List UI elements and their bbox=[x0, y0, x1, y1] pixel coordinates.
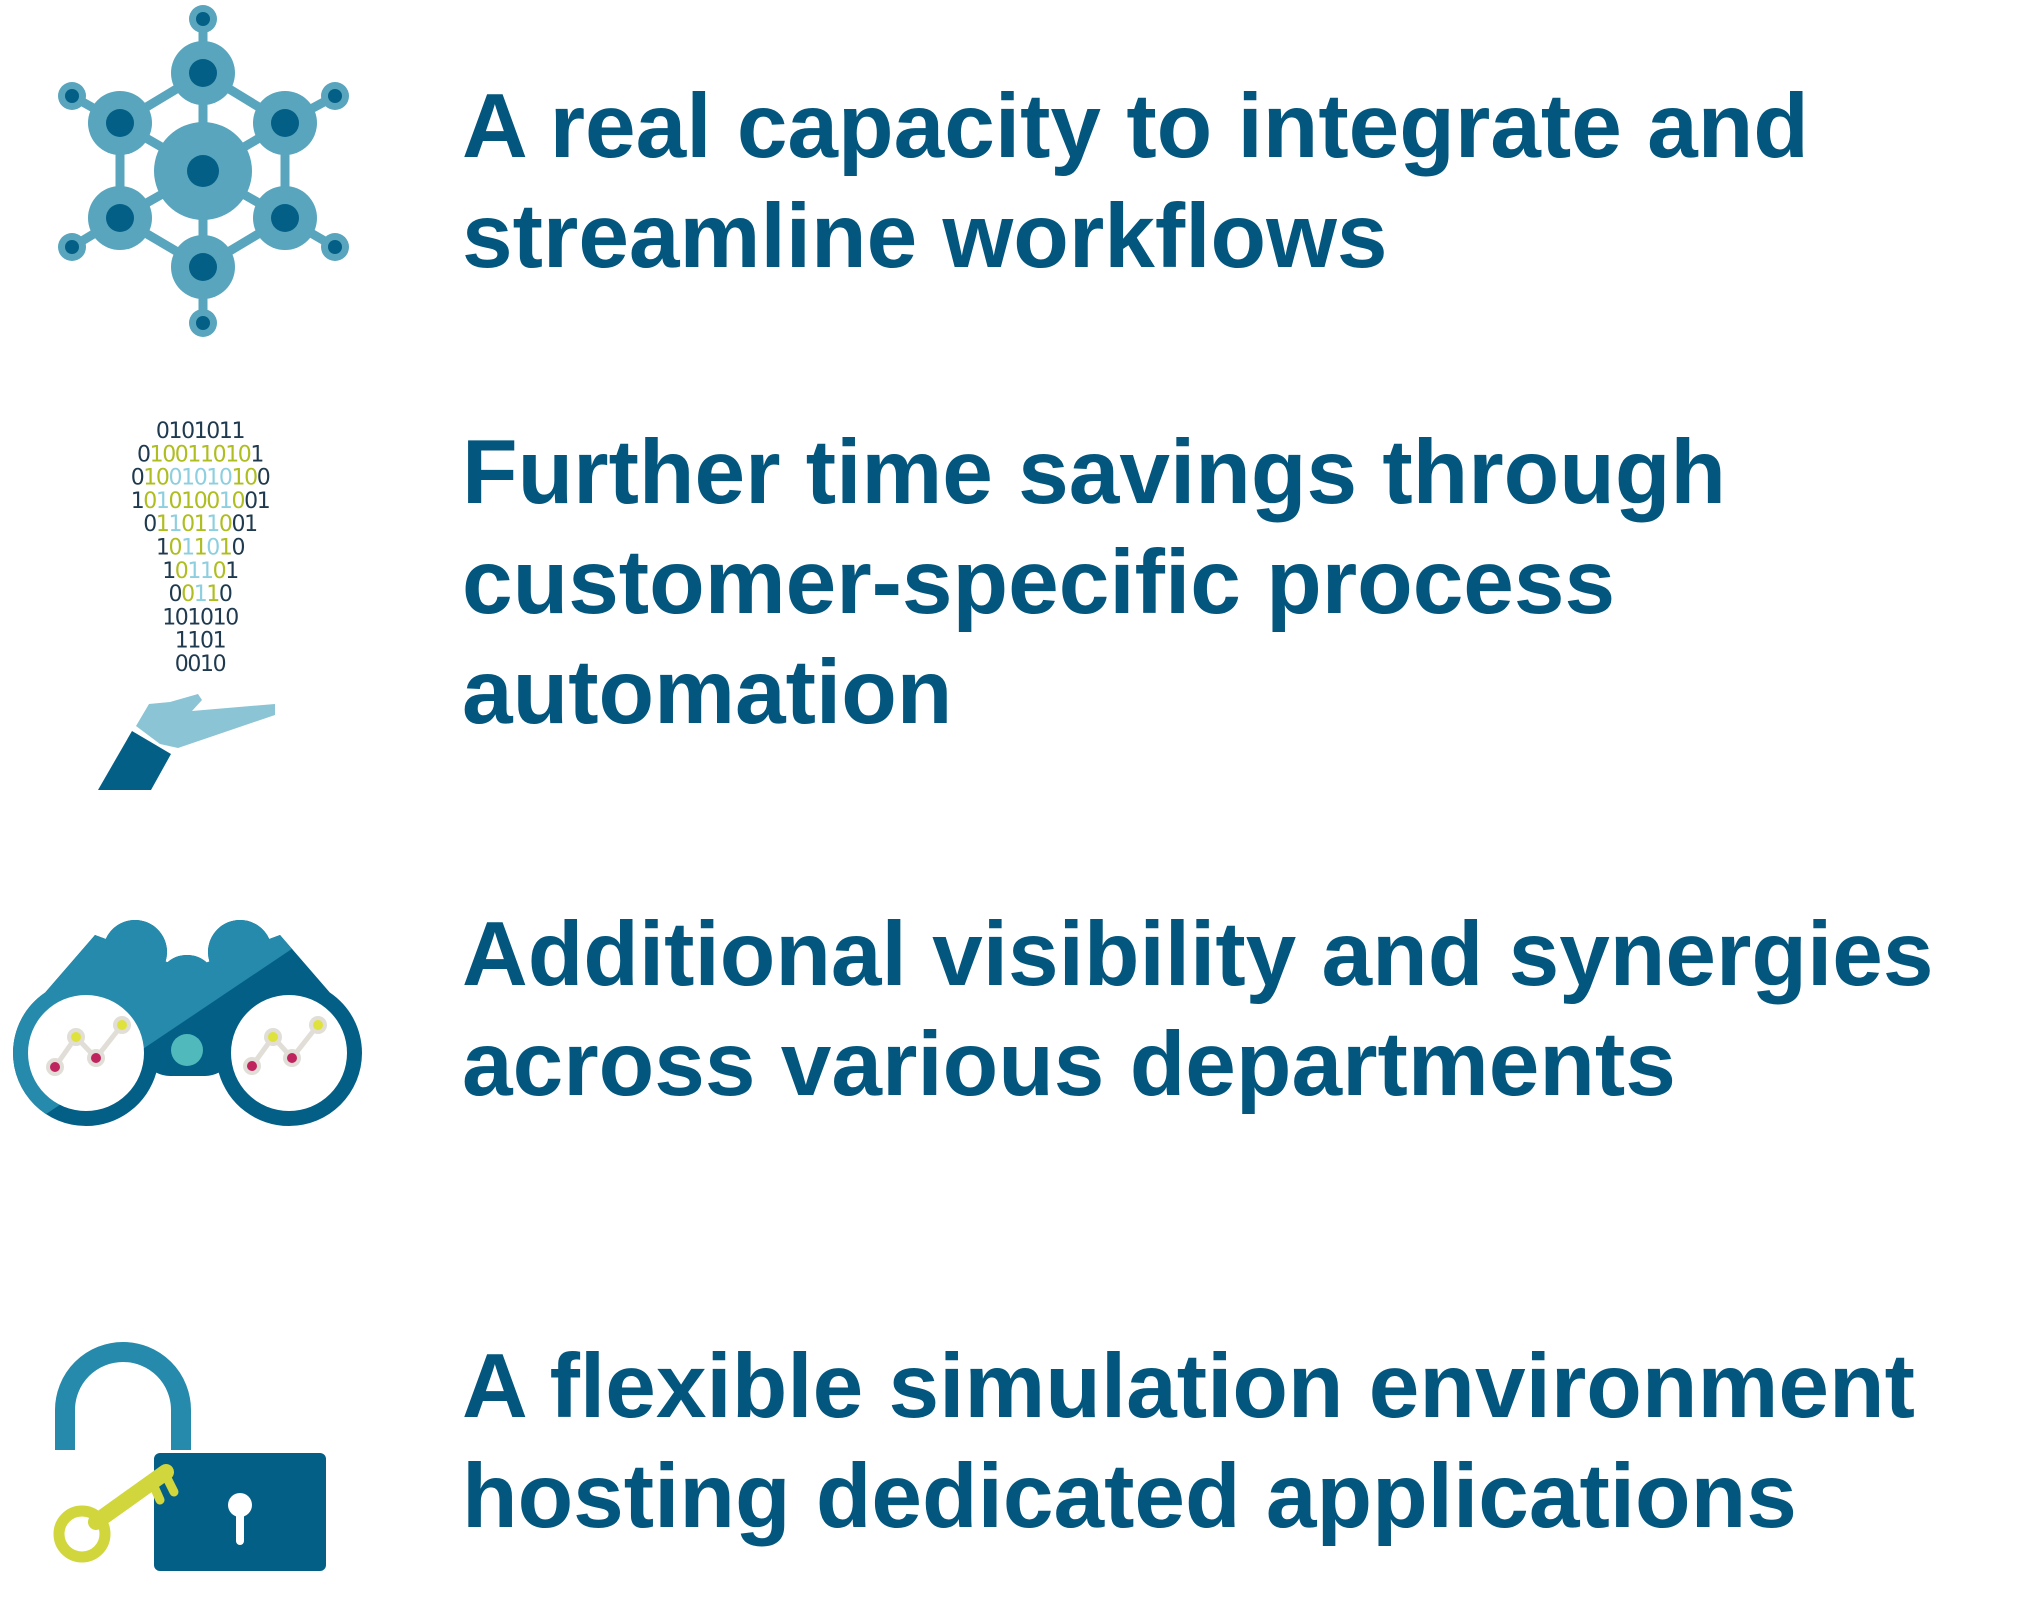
feature-4-text: A flexible simulation environment hostin… bbox=[462, 1332, 1915, 1552]
network-hub-icon bbox=[58, 5, 349, 337]
feature-3-line-1: Additional visibility and synergies bbox=[462, 904, 1934, 1005]
feature-2-text: Further time savings through customer-sp… bbox=[462, 418, 1726, 748]
hand-sleeve bbox=[98, 731, 171, 790]
feature-2-line-3: automation bbox=[462, 642, 953, 743]
binary-row: 0100110101 bbox=[137, 442, 264, 467]
binary-row: 01001010100 bbox=[131, 466, 271, 491]
binary-row: 011011001 bbox=[143, 512, 258, 537]
feature-1-line-1: A real capacity to integrate and bbox=[462, 76, 1809, 177]
hand-palm bbox=[136, 694, 275, 748]
binary-row: 0101011 bbox=[156, 419, 246, 444]
binary-digits: 0101011010011010101001010100101010010010… bbox=[131, 419, 271, 677]
binary-row: 00110 bbox=[169, 582, 233, 607]
binary-row: 101010 bbox=[162, 605, 239, 630]
feature-3-line-2: across various departments bbox=[462, 1014, 1676, 1115]
binary-row: 1101 bbox=[175, 629, 227, 654]
binary-row: 101101 bbox=[162, 559, 239, 584]
center-focus-dot bbox=[171, 1034, 203, 1066]
unlocked-padlock-key-icon bbox=[53, 1342, 326, 1571]
binary-row: 0010 bbox=[175, 652, 227, 677]
feature-1-line-2: streamline workflows bbox=[462, 186, 1388, 287]
lens-chart-left bbox=[46, 1016, 131, 1076]
key-icon bbox=[53, 1464, 179, 1563]
binary-row: 1011010 bbox=[156, 536, 246, 561]
feature-1-text: A real capacity to integrate and streaml… bbox=[462, 72, 1809, 292]
feature-3-text: Additional visibility and synergies acro… bbox=[462, 900, 1934, 1120]
feature-4-line-2: hosting dedicated applications bbox=[462, 1446, 1797, 1547]
lens-chart-right bbox=[243, 1016, 327, 1075]
binary-row: 10101001001 bbox=[131, 489, 271, 514]
padlock-shackle bbox=[55, 1342, 191, 1450]
feature-2-line-1: Further time savings through bbox=[462, 422, 1727, 523]
binoculars-chart-icon bbox=[13, 920, 362, 1126]
keyhole-icon bbox=[228, 1493, 252, 1545]
feature-4-line-1: A flexible simulation environment bbox=[462, 1336, 1915, 1437]
feature-2-line-2: customer-specific process bbox=[462, 532, 1616, 633]
binary-lightbulb-hand-icon: 0101011010011010101001010100101010010010… bbox=[98, 419, 275, 790]
